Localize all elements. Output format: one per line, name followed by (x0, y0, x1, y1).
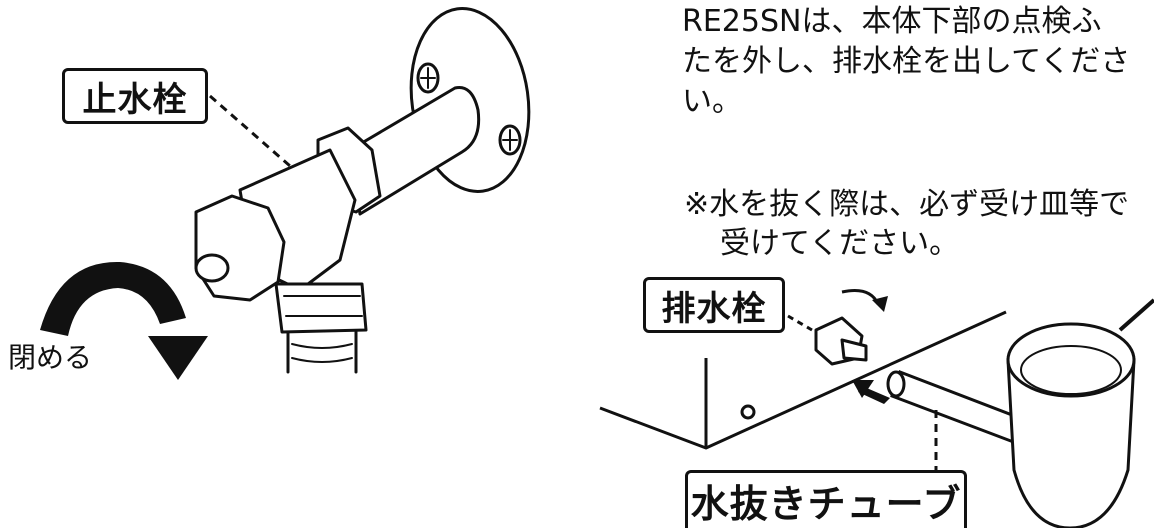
note-line: 受けてください。 (720, 226, 960, 261)
note-line: ※水を抜く際は、必ず受け皿等で (684, 187, 1130, 222)
instruction-line: い。 (682, 84, 742, 119)
heater-unit (599, 310, 1007, 450)
close-label: 閉める (8, 341, 93, 374)
rotate-arrow-icon (841, 289, 880, 305)
unit-screw-icon (740, 404, 756, 420)
drain-tube-label: 水抜きチューブ (685, 470, 967, 528)
close-arrow-icon (40, 261, 208, 380)
insert-arrow-icon (852, 380, 890, 404)
valve-stem (194, 253, 230, 283)
valve-handle (194, 194, 286, 302)
instruction-line: RE25SNは、本体下部の点検ふ (682, 4, 1102, 39)
shutoff-valve-label: 止水栓 (62, 68, 208, 124)
catch-basin-illustration (1006, 298, 1154, 528)
valve-pipe (348, 85, 481, 216)
lower-coupling (274, 282, 368, 334)
hose (286, 330, 358, 374)
drain-plug-icon (814, 316, 868, 366)
drain-plug-label: 排水栓 (643, 277, 785, 333)
instruction-line: たを外し、排水栓を出してくださ (682, 44, 1131, 79)
